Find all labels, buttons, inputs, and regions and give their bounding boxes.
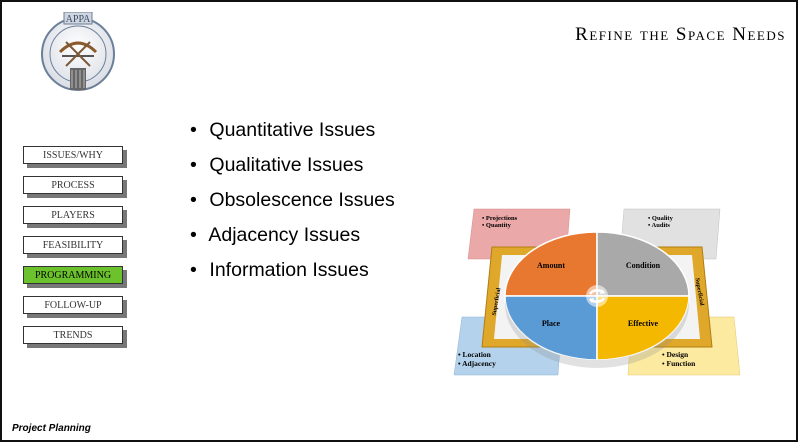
svg-text:• Projections: • Projections — [482, 215, 518, 222]
bullet-item: • Quantitative Issues — [190, 119, 376, 141]
slide-title: Refine the Space Needs — [575, 24, 786, 45]
svg-text:• Quality: • Quality — [648, 215, 674, 222]
quadrant-effective — [596, 295, 690, 361]
nav-players[interactable]: PLAYERS — [23, 206, 123, 224]
svg-text:• Adjacency: • Adjacency — [458, 359, 496, 368]
svg-text:• Quantity: • Quantity — [482, 222, 512, 229]
issues-bullet-list: • Quantitative Issues • Qualitative Issu… — [190, 118, 395, 293]
nav-process[interactable]: PROCESS — [23, 176, 123, 194]
quadrant-amount — [504, 231, 598, 297]
nav-feasibility[interactable]: FEASIBILITY — [23, 236, 123, 254]
nav-trends[interactable]: TRENDS — [23, 326, 123, 344]
logo-text: APPA — [66, 14, 91, 25]
svg-text:• Audits: • Audits — [648, 222, 670, 229]
svg-text:• Function: • Function — [662, 359, 696, 368]
quadrant-condition — [596, 231, 690, 297]
side-label-left: Superficial — [492, 287, 503, 316]
svg-text:• Design: • Design — [662, 350, 689, 359]
bullet-item: • Information Issues — [190, 259, 369, 281]
svg-text:Amount: Amount — [537, 261, 565, 270]
nav-follow-up[interactable]: FOLLOW-UP — [23, 296, 123, 314]
refresh-cycle-icon — [586, 285, 608, 307]
space-needs-diagram: • Projections • Quantity • Quality • Aud… — [453, 208, 741, 376]
side-label-right: Superficial — [694, 278, 705, 307]
bullet-item: • Obsolescence Issues — [190, 189, 395, 211]
footer-label: Project Planning — [12, 423, 91, 434]
appa-seal-logo: APPA — [41, 12, 115, 91]
nav-programming[interactable]: PROGRAMMING — [23, 266, 123, 284]
nav-issues-why[interactable]: ISSUES/WHY — [23, 146, 123, 164]
svg-text:Place: Place — [542, 319, 561, 328]
quadrant-place — [504, 295, 598, 361]
bullet-item: • Qualitative Issues — [190, 154, 364, 176]
svg-text:Condition: Condition — [626, 261, 661, 270]
svg-text:• Location: • Location — [458, 350, 492, 359]
bullet-item: • Adjacency Issues — [190, 224, 361, 246]
svg-text:Effective: Effective — [628, 319, 659, 328]
